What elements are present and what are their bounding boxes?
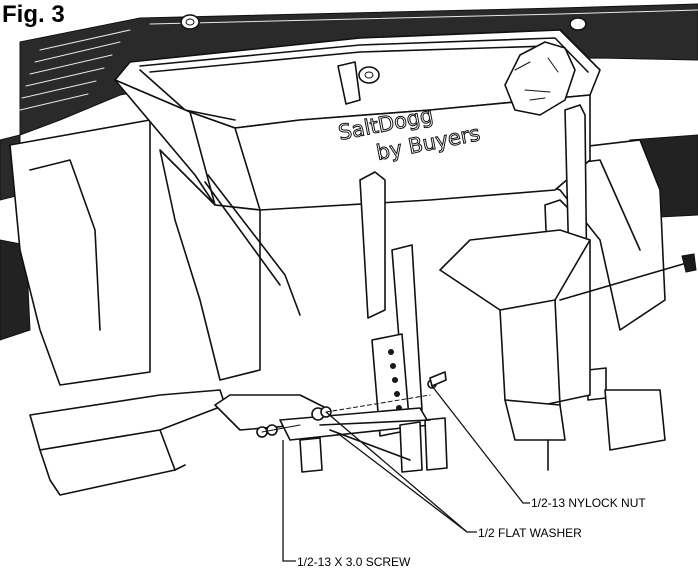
lid-latches bbox=[180, 14, 587, 105]
callout-flat-washer: 1/2 FLAT WASHER bbox=[478, 526, 582, 540]
leader-nylock-nut bbox=[431, 385, 530, 504]
dog-mascot-icon bbox=[504, 41, 576, 116]
figure-title: Fig. 3 bbox=[2, 1, 65, 28]
discharge-tray bbox=[29, 389, 666, 496]
fastener-stack bbox=[256, 371, 447, 438]
mounting-frame bbox=[214, 394, 448, 473]
motor-housing bbox=[439, 229, 697, 471]
leader-screw bbox=[282, 440, 296, 562]
callout-nylock-nut: 1/2-13 NYLOCK NUT bbox=[531, 496, 646, 510]
leader-flat-washer-left bbox=[335, 431, 468, 533]
leader-lines bbox=[282, 385, 530, 562]
callout-screw: 1/2-13 X 3.0 SCREW bbox=[297, 555, 411, 569]
